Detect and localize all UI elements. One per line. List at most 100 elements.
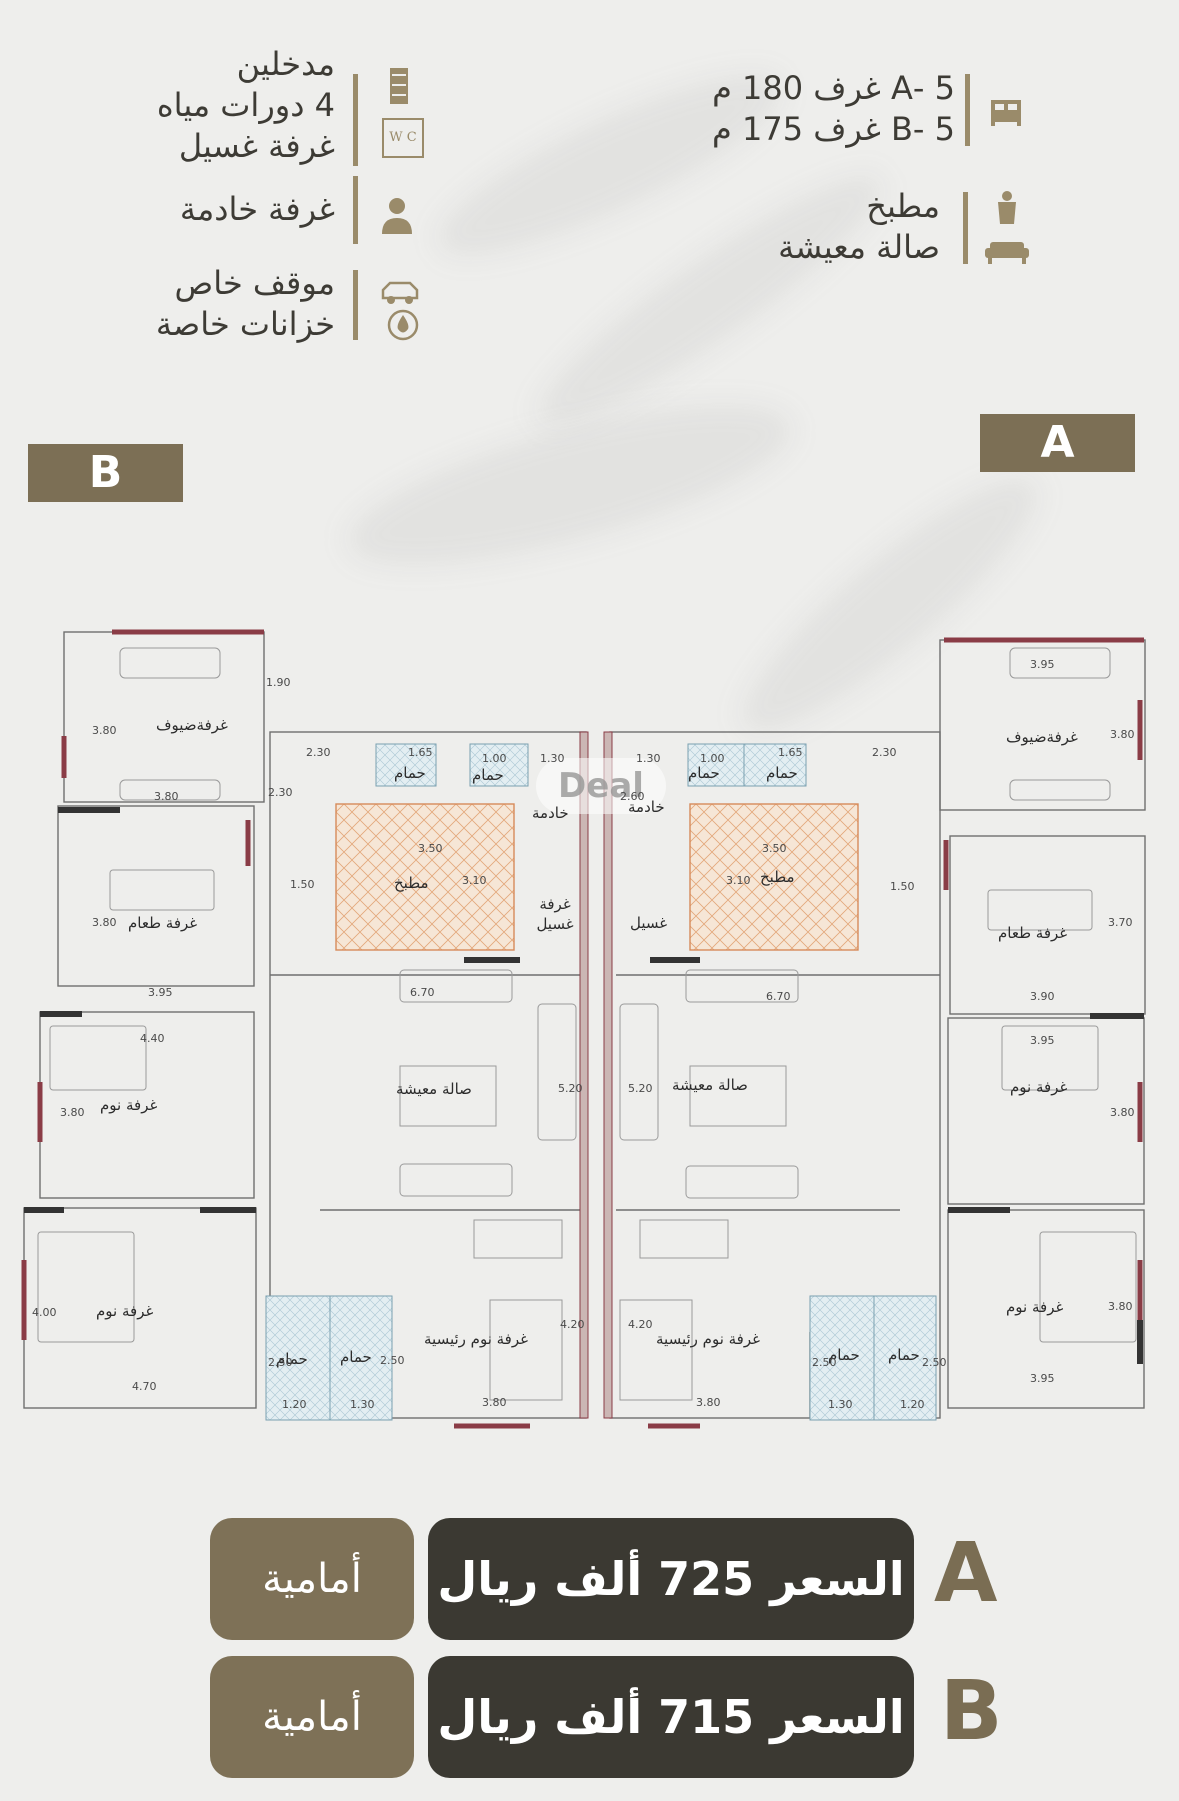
price-a: السعر 725 ألف ريال xyxy=(428,1518,914,1640)
dimension-label: 2.30 xyxy=(872,746,897,759)
dimension-label: 3.10 xyxy=(462,874,487,887)
sofa-icon xyxy=(985,242,1029,264)
maid-text: غرفة خادمة xyxy=(179,190,335,228)
price-b: السعر 715 ألف ريال xyxy=(428,1656,914,1778)
plan-b-room-maid: خادمة xyxy=(532,804,569,822)
rooms-b-text: 5 -B غرف 175 م xyxy=(712,110,955,148)
dimension-label: 1.30 xyxy=(636,752,661,765)
dimension-label: 1.30 xyxy=(540,752,565,765)
price-b-letter: B xyxy=(940,1664,1003,1759)
unit-b-label: B xyxy=(28,444,183,502)
plan-a-room-kitchen: مطبخ xyxy=(760,868,795,886)
dimension-label: 3.80 xyxy=(60,1106,85,1119)
dimension-label: 1.90 xyxy=(266,676,291,689)
dimension-label: 2.50 xyxy=(268,1356,293,1369)
bed-icon xyxy=(991,100,1021,126)
plan-b-room-bedroom: غرفة نوم xyxy=(100,1096,158,1114)
person-icon xyxy=(382,198,412,234)
dimension-label: 2.50 xyxy=(380,1354,405,1367)
dimension-label: 1.50 xyxy=(890,880,915,893)
bathrooms-text: 4 دورات مياه xyxy=(156,86,335,124)
dimension-label: 1.50 xyxy=(290,878,315,891)
price-a-letter: A xyxy=(934,1526,998,1621)
dimension-label: 4.20 xyxy=(628,1318,653,1331)
plan-a-room-bath: حمام xyxy=(766,764,798,782)
dimension-label: 3.80 xyxy=(1110,728,1135,741)
dimension-label: 3.95 xyxy=(148,986,173,999)
plan-b-room-bath: حمام xyxy=(472,766,504,784)
unit-a-label: A xyxy=(980,414,1135,472)
dimension-label: 2.50 xyxy=(922,1356,947,1369)
dimension-label: 3.50 xyxy=(418,842,443,855)
dimension-label: 3.95 xyxy=(1030,1372,1055,1385)
laundry-text: غرفة غسيل xyxy=(178,127,335,165)
plan-b-room-living: صالة معيشة xyxy=(396,1080,472,1098)
chef-icon xyxy=(998,191,1016,224)
dimension-label: 3.70 xyxy=(1108,916,1133,929)
plan-b-room-bath: حمام xyxy=(276,1350,308,1368)
dimension-label: 3.80 xyxy=(154,790,179,803)
plan-b-room-master: غرفة نوم رئيسية xyxy=(424,1330,528,1348)
plan-b-room-bedroom: غرفة نوم xyxy=(96,1302,154,1320)
dimension-label: 1.65 xyxy=(778,746,803,759)
plan-a-room-laundry: غسيل xyxy=(630,914,668,932)
divider-bar xyxy=(353,74,358,166)
plan-b-room-bath: حمام xyxy=(340,1348,372,1366)
dimension-label: 3.95 xyxy=(1030,1034,1055,1047)
dimension-label: 2.50 xyxy=(812,1356,837,1369)
plan-b-room-kitchen: مطبخ xyxy=(394,874,429,892)
dimension-label: 3.80 xyxy=(482,1396,507,1409)
facing-b-button[interactable]: أمامية xyxy=(210,1656,414,1778)
divider-bar xyxy=(963,192,968,264)
facing-a-button[interactable]: أمامية xyxy=(210,1518,414,1640)
dimension-label: 3.80 xyxy=(696,1396,721,1409)
dimension-label: 1.00 xyxy=(482,752,507,765)
dimension-label: 1.30 xyxy=(350,1398,375,1411)
door-icon xyxy=(390,68,408,104)
wc-icon: W C xyxy=(382,118,424,158)
dimension-label: 4.00 xyxy=(32,1306,57,1319)
plan-a-room-master: غرفة نوم رئيسية xyxy=(656,1330,760,1348)
storage-text: خزانات خاصة xyxy=(155,305,335,343)
parking-text: موقف خاص xyxy=(174,264,335,302)
plan-a-room-bedroom: غرفة نوم xyxy=(1010,1078,1068,1096)
dimension-label: 2.30 xyxy=(306,746,331,759)
dimension-label: 2.60 xyxy=(620,790,645,803)
plan-a-room-bath: حمام xyxy=(688,764,720,782)
dimension-label: 6.70 xyxy=(410,986,435,999)
dimension-label: 1.65 xyxy=(408,746,433,759)
floor-plan-drawing xyxy=(21,629,1146,1429)
plan-b-room-dining: غرفة طعام xyxy=(128,914,198,932)
dimension-label: 3.80 xyxy=(92,916,117,929)
divider-bar xyxy=(353,270,358,340)
dimension-label: 3.90 xyxy=(1030,990,1055,1003)
divider-bar xyxy=(353,176,358,244)
dimension-label: 1.00 xyxy=(700,752,725,765)
car-icon xyxy=(381,281,419,304)
dimension-label: 3.80 xyxy=(92,724,117,737)
rooms-a-text: 5 -A غرف 180 م xyxy=(712,69,955,107)
dimension-label: 4.40 xyxy=(140,1032,165,1045)
dimension-label: 5.20 xyxy=(628,1082,653,1095)
plan-b-room-laundry: غرفة غسيل xyxy=(536,895,574,933)
drop-icon xyxy=(387,309,419,341)
dimension-label: 3.95 xyxy=(1030,658,1055,671)
dimension-label: 1.30 xyxy=(828,1398,853,1411)
dimension-label: 4.70 xyxy=(132,1380,157,1393)
plan-a-room-dining: غرفة طعام xyxy=(998,924,1068,942)
plan-b-room-bath: حمام xyxy=(394,764,426,782)
living-text: صالة معيشة xyxy=(778,228,940,266)
dimension-label: 3.50 xyxy=(762,842,787,855)
dimension-label: 3.80 xyxy=(1108,1300,1133,1313)
plan-a-room-bath: حمام xyxy=(828,1346,860,1364)
dimension-label: 1.20 xyxy=(282,1398,307,1411)
dimension-label: 4.20 xyxy=(560,1318,585,1331)
plan-b-room-guest: غرفةضيوف xyxy=(156,716,228,734)
divider-bar xyxy=(965,74,970,146)
dimension-label: 5.20 xyxy=(558,1082,583,1095)
plan-a-room-bedroom: غرفة نوم xyxy=(1006,1298,1064,1316)
dimension-label: 3.80 xyxy=(1110,1106,1135,1119)
plan-a-room-bath: حمام xyxy=(888,1346,920,1364)
dimension-label: 6.70 xyxy=(766,990,791,1003)
plan-a-room-living: صالة معيشة xyxy=(672,1076,748,1094)
